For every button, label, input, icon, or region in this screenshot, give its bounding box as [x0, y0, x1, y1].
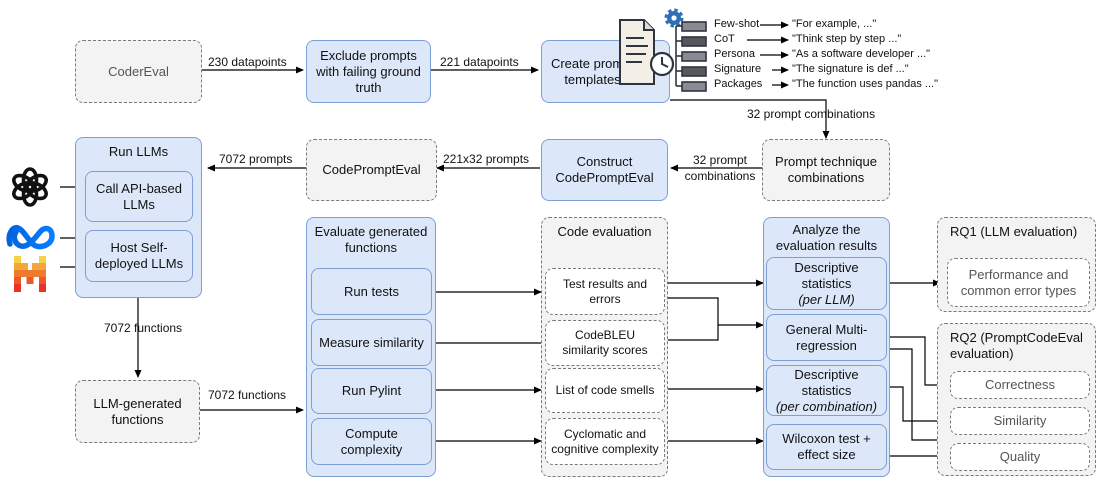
cyclomatic-node: Cyclomatic and cognitive complexity: [545, 418, 665, 465]
run-pylint-node: Run Pylint: [311, 368, 432, 414]
technique-signature: Signature: [714, 63, 762, 75]
edge-label-32-prompt-combinations: 32 prompt combinations: [747, 107, 876, 121]
code-smells-node: List of code smells: [545, 368, 665, 413]
rq1-title: RQ1 (LLM evaluation): [950, 224, 1078, 239]
openai-logo-icon: [12, 167, 48, 207]
technique-few-shot: Few-shot: [714, 18, 760, 30]
desc-stats-combination-label: Descriptive statistics: [794, 366, 859, 398]
test-results-node: Test results and errors: [545, 268, 665, 315]
edge-label-221x32-prompts: 221x32 prompts: [443, 152, 530, 166]
technique-example-cot: "Think step by step ...": [792, 33, 902, 45]
run-tests-label: Run tests: [344, 283, 399, 299]
codereval-label: CoderEval: [108, 63, 169, 79]
performance-errors-label: Performance and common error types: [960, 266, 1077, 298]
codeprompteval-node: CodePromptEval: [306, 139, 437, 201]
technique-persona: Persona: [714, 48, 755, 60]
codebleu-node: CodeBLEU similarity scores: [545, 320, 665, 366]
construct-label: Construct CodePromptEval: [555, 154, 654, 185]
technique-example-persona: "As a software developer ...": [792, 48, 931, 60]
measure-similarity-node: Measure similarity: [311, 319, 432, 366]
host-self-node: Host Self-deployed LLMs: [85, 230, 193, 282]
technique-cot: CoT: [714, 33, 735, 45]
llm-generated-node: LLM-generated functions: [75, 380, 200, 443]
multi-regression-node: General Multi-regression: [766, 314, 887, 361]
desc-stats-llm-label: Descriptive statistics: [794, 259, 859, 291]
desc-stats-combination-node: Descriptive statistics (per combination): [766, 365, 887, 416]
desc-stats-combination-sub: (per combination): [775, 398, 878, 414]
meta-logo-icon: [6, 224, 55, 250]
technique-example-few-shot: "For example, ...": [792, 18, 877, 30]
codereval-node: CoderEval: [75, 40, 202, 103]
code-smells-label: List of code smells: [555, 383, 655, 397]
analyze-title: Analyze the evaluation results: [775, 222, 878, 253]
edge-label-32-prompt-combinations-2: 32 prompt combinations: [684, 153, 756, 183]
similarity-node: Similarity: [950, 407, 1090, 435]
call-api-node: Call API-based LLMs: [85, 171, 193, 222]
run-llms-title: Run LLMs: [108, 144, 169, 159]
edge-label-230-datapoints: 230 datapoints: [208, 55, 287, 69]
gear-icon: [664, 8, 684, 28]
construct-node: Construct CodePromptEval: [541, 139, 668, 201]
multi-regression-label: General Multi-regression: [785, 321, 868, 353]
run-pylint-label: Run Pylint: [341, 383, 402, 398]
edge-label-7072-functions-1: 7072 functions: [104, 321, 183, 335]
host-self-label: Host Self-deployed LLMs: [94, 240, 184, 271]
rq2-title: RQ2 (PromptCodeEval evaluation): [950, 330, 1083, 361]
performance-errors-node: Performance and common error types: [947, 258, 1090, 307]
measure-similarity-label: Measure similarity: [319, 334, 424, 350]
quality-label: Quality: [999, 449, 1041, 464]
compute-complexity-label: Compute complexity: [340, 425, 403, 457]
edge-label-7072-prompts: 7072 prompts: [219, 152, 293, 166]
quality-node: Quality: [950, 443, 1090, 471]
evaluate-title: Evaluate generated functions: [314, 224, 428, 255]
edge-label-221-datapoints: 221 datapoints: [440, 55, 519, 69]
call-api-label: Call API-based LLMs: [96, 180, 182, 212]
create-templates-label: Create prompt templates: [550, 55, 635, 87]
llm-generated-label: LLM-generated functions: [93, 395, 182, 427]
clock-icon: [649, 51, 675, 77]
codebleu-label: CodeBLEU similarity scores: [562, 328, 648, 357]
test-results-label: Test results and errors: [562, 276, 648, 306]
compute-complexity-node: Compute complexity: [311, 418, 432, 465]
wilcoxon-node: Wilcoxon test + effect size: [766, 424, 887, 470]
wilcoxon-label: Wilcoxon test + effect size: [782, 431, 871, 462]
prompt-combinations-node: Prompt technique combinations: [762, 139, 890, 201]
mistral-logo-icon: [14, 256, 46, 292]
prompt-combinations-label: Prompt technique combinations: [775, 154, 877, 185]
desc-stats-llm-node: Descriptive statistics (per LLM): [766, 257, 887, 310]
template-document-icon: [619, 8, 707, 92]
technique-example-signature: "The signature is def ...": [792, 63, 909, 75]
cyclomatic-label: Cyclomatic and cognitive complexity: [551, 426, 659, 456]
technique-example-packages: "The function uses pandas ...": [792, 78, 939, 90]
correctness-node: Correctness: [950, 371, 1090, 399]
codeprompteval-label: CodePromptEval: [322, 162, 421, 177]
run-tests-node: Run tests: [311, 268, 432, 315]
correctness-label: Correctness: [984, 377, 1056, 392]
desc-stats-llm-sub: (per LLM): [798, 291, 855, 307]
technique-packages: Packages: [714, 78, 763, 90]
code-evaluation-title: Code evaluation: [557, 224, 652, 239]
edge-label-7072-functions-2: 7072 functions: [208, 388, 287, 402]
exclude-prompts-node: Exclude prompts with failing ground trut…: [306, 40, 431, 103]
exclude-prompts-label: Exclude prompts with failing ground trut…: [316, 47, 421, 95]
similarity-label: Similarity: [993, 413, 1047, 428]
